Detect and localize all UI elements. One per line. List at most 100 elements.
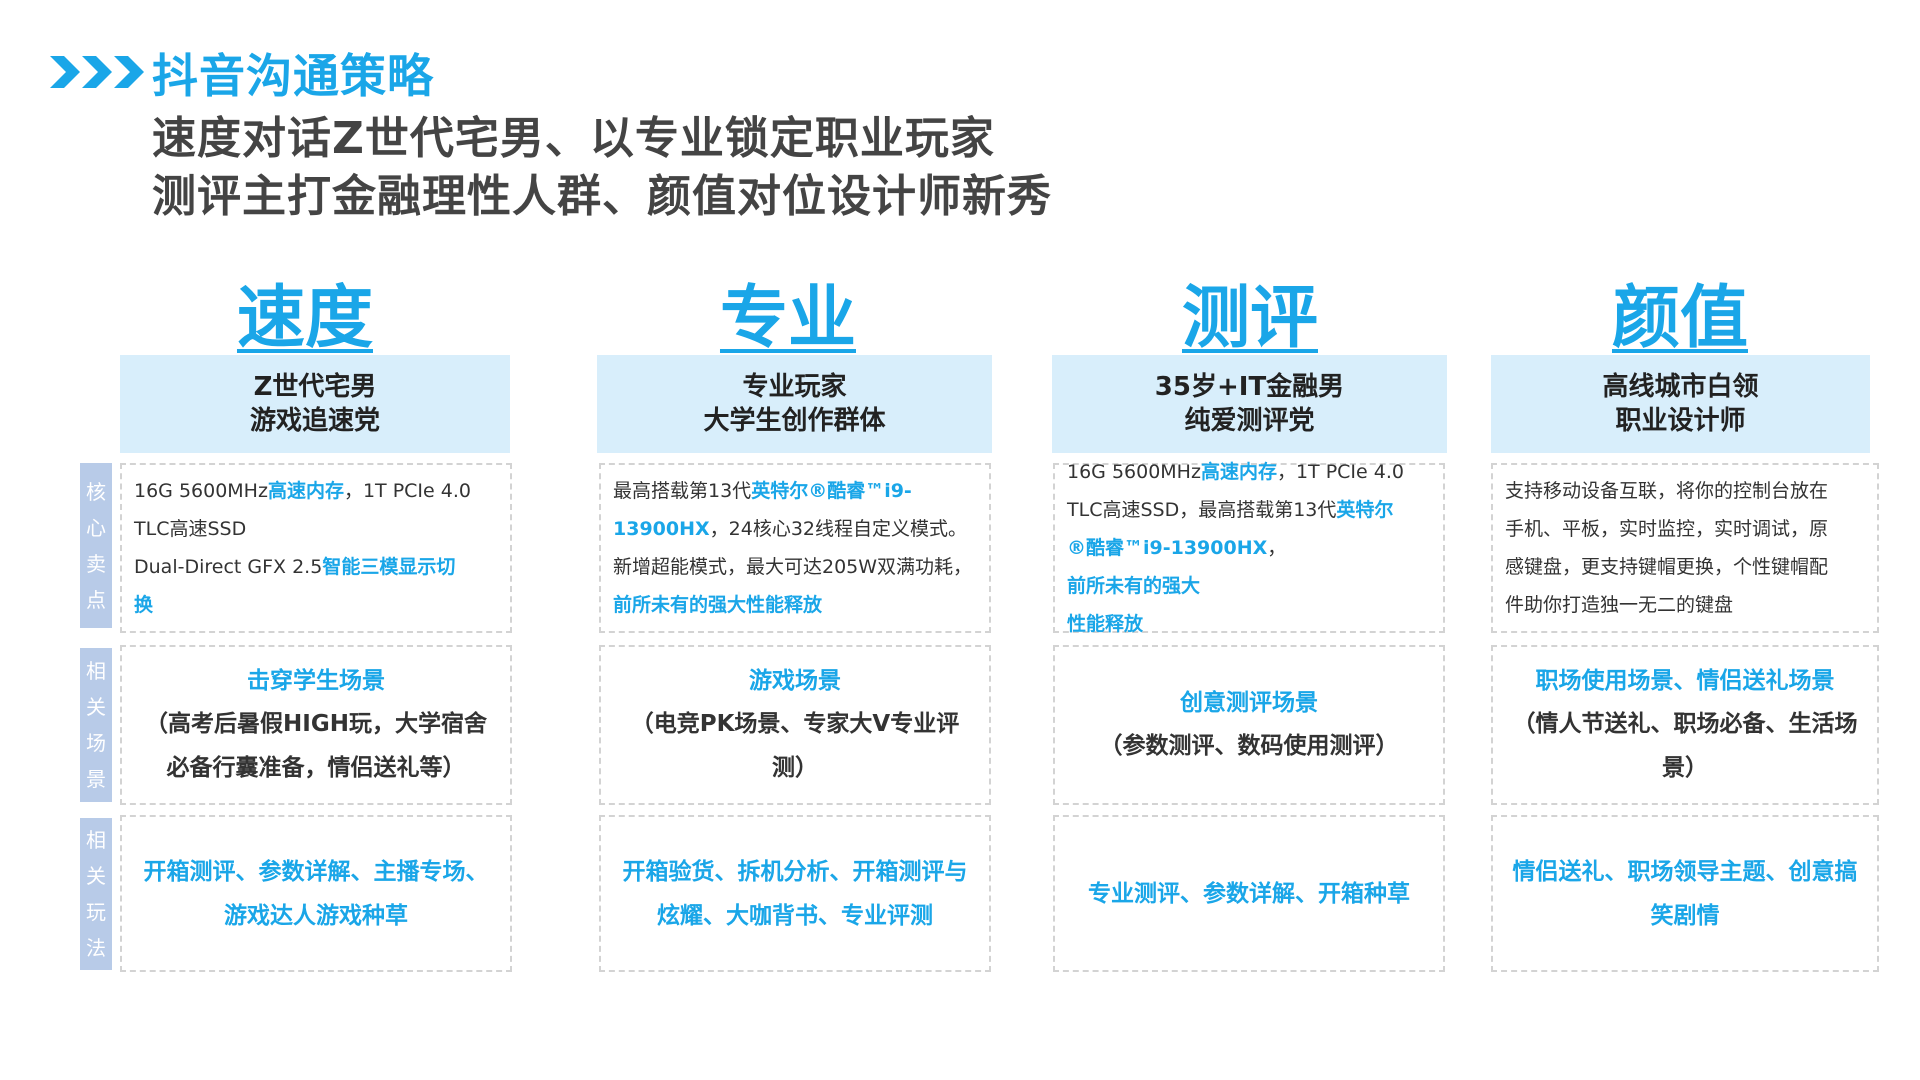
plain-text: ， — [1267, 537, 1287, 559]
selling-point-line: TLC高速SSD，最高搭载第13代英特尔 — [1067, 491, 1431, 529]
scene-detail: （情人节送礼、职场必备、生活场景） — [1512, 711, 1858, 781]
selling-point-line: 件助你打造独一无二的键盘 — [1505, 586, 1865, 624]
highlight-text: ®酷睿™i9-13900HX — [1067, 537, 1268, 559]
plain-text: 16G 5600MHz — [134, 480, 268, 502]
highlight-text: 高速内存 — [1200, 461, 1277, 483]
selling-point-line: 支持移动设备互联，将你的控制台放在 — [1505, 472, 1865, 510]
subtitle-line-2: 测评主打金融理性人群、颜值对位设计师新秀 — [152, 171, 1052, 222]
scene-cell: 职场使用场景、情侣送礼场景 （情人节送礼、职场必备、生活场景） — [1491, 645, 1879, 805]
persona-line: 纯爱测评党 — [1184, 406, 1315, 436]
row-label-char: 卖 — [86, 551, 106, 576]
row-label-char: 关 — [86, 695, 106, 719]
row-label-char: 玩 — [86, 900, 106, 924]
selling-point-line: 前所未有的强大性能释放 — [613, 586, 977, 624]
row-label-char: 法 — [86, 936, 106, 960]
persona-line: 高线城市白领 — [1602, 372, 1759, 402]
row-label-selling-points: 核心卖点 — [80, 463, 112, 628]
selling-points-cell: 最高搭载第13代英特尔®酷睿™i9-13900HX，24核心32线程自定义模式。… — [599, 463, 991, 633]
selling-point-line: Dual-Direct GFX 2.5智能三模显示切 — [134, 548, 498, 586]
row-label-char: 相 — [86, 828, 106, 852]
scene-cell: 击穿学生场景 （高考后暑假HIGH玩，大学宿舍必备行囊准备，情侣送礼等） — [120, 645, 512, 805]
highlight-text: 换 — [134, 594, 154, 616]
selling-points-cell: 支持移动设备互联，将你的控制台放在手机、平板，实时监控，实时调试，原感键盘，更支… — [1491, 463, 1879, 633]
row-label-char: 点 — [86, 587, 106, 612]
plain-text: 16G 5600MHz — [1067, 461, 1201, 483]
highlight-text: 英特尔 — [1336, 499, 1394, 521]
scene-title: 击穿学生场景 — [247, 668, 385, 694]
persona-line: Z世代宅男 — [253, 372, 377, 402]
row-label-char: 心 — [86, 515, 106, 540]
column-heading: 速度 — [236, 279, 373, 358]
selling-point-line: TLC高速SSD — [134, 510, 498, 548]
scene-cell: 游戏场景 （电竞PK场景、专家大V专业评测） — [599, 645, 991, 805]
persona-line: 大学生创作群体 — [703, 406, 886, 436]
selling-point-line: 前所未有的强大 — [1067, 567, 1431, 605]
scene-detail: （电竞PK场景、专家大V专业评测） — [630, 711, 960, 781]
persona-box: 专业玩家大学生创作群体 — [597, 355, 992, 453]
scene-detail: （参数测评、数码使用测评） — [1099, 733, 1399, 759]
plain-text: ，1T PCIe 4.0 — [343, 480, 471, 502]
play-cell: 开箱测评、参数详解、主播专场、游戏达人游戏种草 — [120, 815, 512, 972]
row-label-char: 相 — [86, 659, 106, 683]
scene-title: 创意测评场景 — [1180, 690, 1318, 716]
persona-box: 高线城市白领职业设计师 — [1491, 355, 1870, 453]
plain-text: 件助你打造独一无二的键盘 — [1505, 594, 1734, 616]
highlight-text: 智能三模显示切 — [322, 556, 456, 578]
plain-text: Dual-Direct GFX 2.5 — [134, 556, 323, 578]
row-label-char: 核 — [86, 479, 106, 504]
selling-point-line: 手机、平板，实时监控，实时调试，原 — [1505, 510, 1865, 548]
scene-title: 职场使用场景、情侣送礼场景 — [1535, 668, 1835, 694]
selling-point-line: 16G 5600MHz高速内存，1T PCIe 4.0 — [134, 472, 498, 510]
play-methods: 专业测评、参数详解、开箱种草 — [1088, 880, 1410, 907]
persona-line: 35岁+IT金融男 — [1154, 372, 1345, 402]
plain-text: TLC高速SSD — [134, 518, 247, 540]
highlight-text: 高速内存 — [267, 480, 344, 502]
play-methods: 情侣送礼、职场领导主题、创意搞笑剧情 — [1512, 858, 1858, 929]
plain-text: 感键盘，更支持键帽更换，个性键帽配 — [1505, 556, 1829, 578]
highlight-text: 前所未有的强大性能释放 — [613, 594, 823, 616]
selling-point-line: ®酷睿™i9-13900HX， — [1067, 529, 1431, 567]
selling-point-line: 16G 5600MHz高速内存，1T PCIe 4.0 — [1067, 453, 1431, 491]
play-cell: 专业测评、参数详解、开箱种草 — [1053, 815, 1445, 972]
chevron-arrows-icon — [50, 52, 146, 92]
selling-point-line: 性能释放 — [1067, 605, 1431, 643]
column-heading: 测评 — [1181, 279, 1318, 358]
persona-box: Z世代宅男游戏追速党 — [120, 355, 510, 453]
highlight-text: 性能释放 — [1067, 613, 1144, 635]
row-label-char: 场 — [86, 731, 106, 755]
selling-point-line: 最高搭载第13代英特尔®酷睿™i9- — [613, 472, 977, 510]
plain-text: 手机、平板，实时监控，实时调试，原 — [1505, 518, 1829, 540]
play-methods: 开箱验货、拆机分析、开箱测评与炫耀、大咖背书、专业评测 — [622, 858, 968, 929]
highlight-text: 前所未有的强大 — [1067, 575, 1201, 597]
page-title: 抖音沟通策略 — [152, 49, 434, 103]
scene-title: 游戏场景 — [749, 668, 841, 694]
selling-point-line: 感键盘，更支持键帽更换，个性键帽配 — [1505, 548, 1865, 586]
plain-text: 支持移动设备互联，将你的控制台放在 — [1505, 480, 1829, 502]
play-cell: 开箱验货、拆机分析、开箱测评与炫耀、大咖背书、专业评测 — [599, 815, 991, 972]
plain-text: TLC高速SSD，最高搭载第13代 — [1067, 499, 1337, 521]
subtitle-line-1: 速度对话Z世代宅男、以专业锁定职业玩家 — [152, 113, 995, 164]
row-label-char: 景 — [86, 767, 106, 791]
column-heading: 颜值 — [1611, 279, 1748, 358]
persona-line: 职业设计师 — [1615, 406, 1746, 436]
row-label-char: 关 — [86, 864, 106, 888]
scene-cell: 创意测评场景 （参数测评、数码使用测评） — [1053, 645, 1445, 805]
scene-detail: （高考后暑假HIGH玩，大学宿舍必备行囊准备，情侣送礼等） — [145, 711, 487, 781]
plain-text: ，1T PCIe 4.0 — [1276, 461, 1404, 483]
selling-point-line: 新增超能模式，最大可达205W双满功耗， — [613, 548, 977, 586]
selling-point-line: 13900HX，24核心32线程自定义模式。 — [613, 510, 977, 548]
plain-text: 新增超能模式，最大可达205W双满功耗， — [613, 556, 973, 578]
plain-text: ，24核心32线程自定义模式。 — [709, 518, 968, 540]
selling-point-line: 换 — [134, 586, 498, 624]
play-methods: 开箱测评、参数详解、主播专场、游戏达人游戏种草 — [143, 858, 489, 929]
plain-text: 最高搭载第13代 — [613, 480, 752, 502]
highlight-text: 13900HX — [613, 518, 710, 540]
persona-line: 专业玩家 — [742, 372, 847, 402]
row-label-play: 相关玩法 — [80, 818, 112, 970]
row-label-scenes: 相关场景 — [80, 648, 112, 802]
persona-box: 35岁+IT金融男纯爱测评党 — [1052, 355, 1447, 453]
play-cell: 情侣送礼、职场领导主题、创意搞笑剧情 — [1491, 815, 1879, 972]
persona-line: 游戏追速党 — [249, 406, 380, 436]
